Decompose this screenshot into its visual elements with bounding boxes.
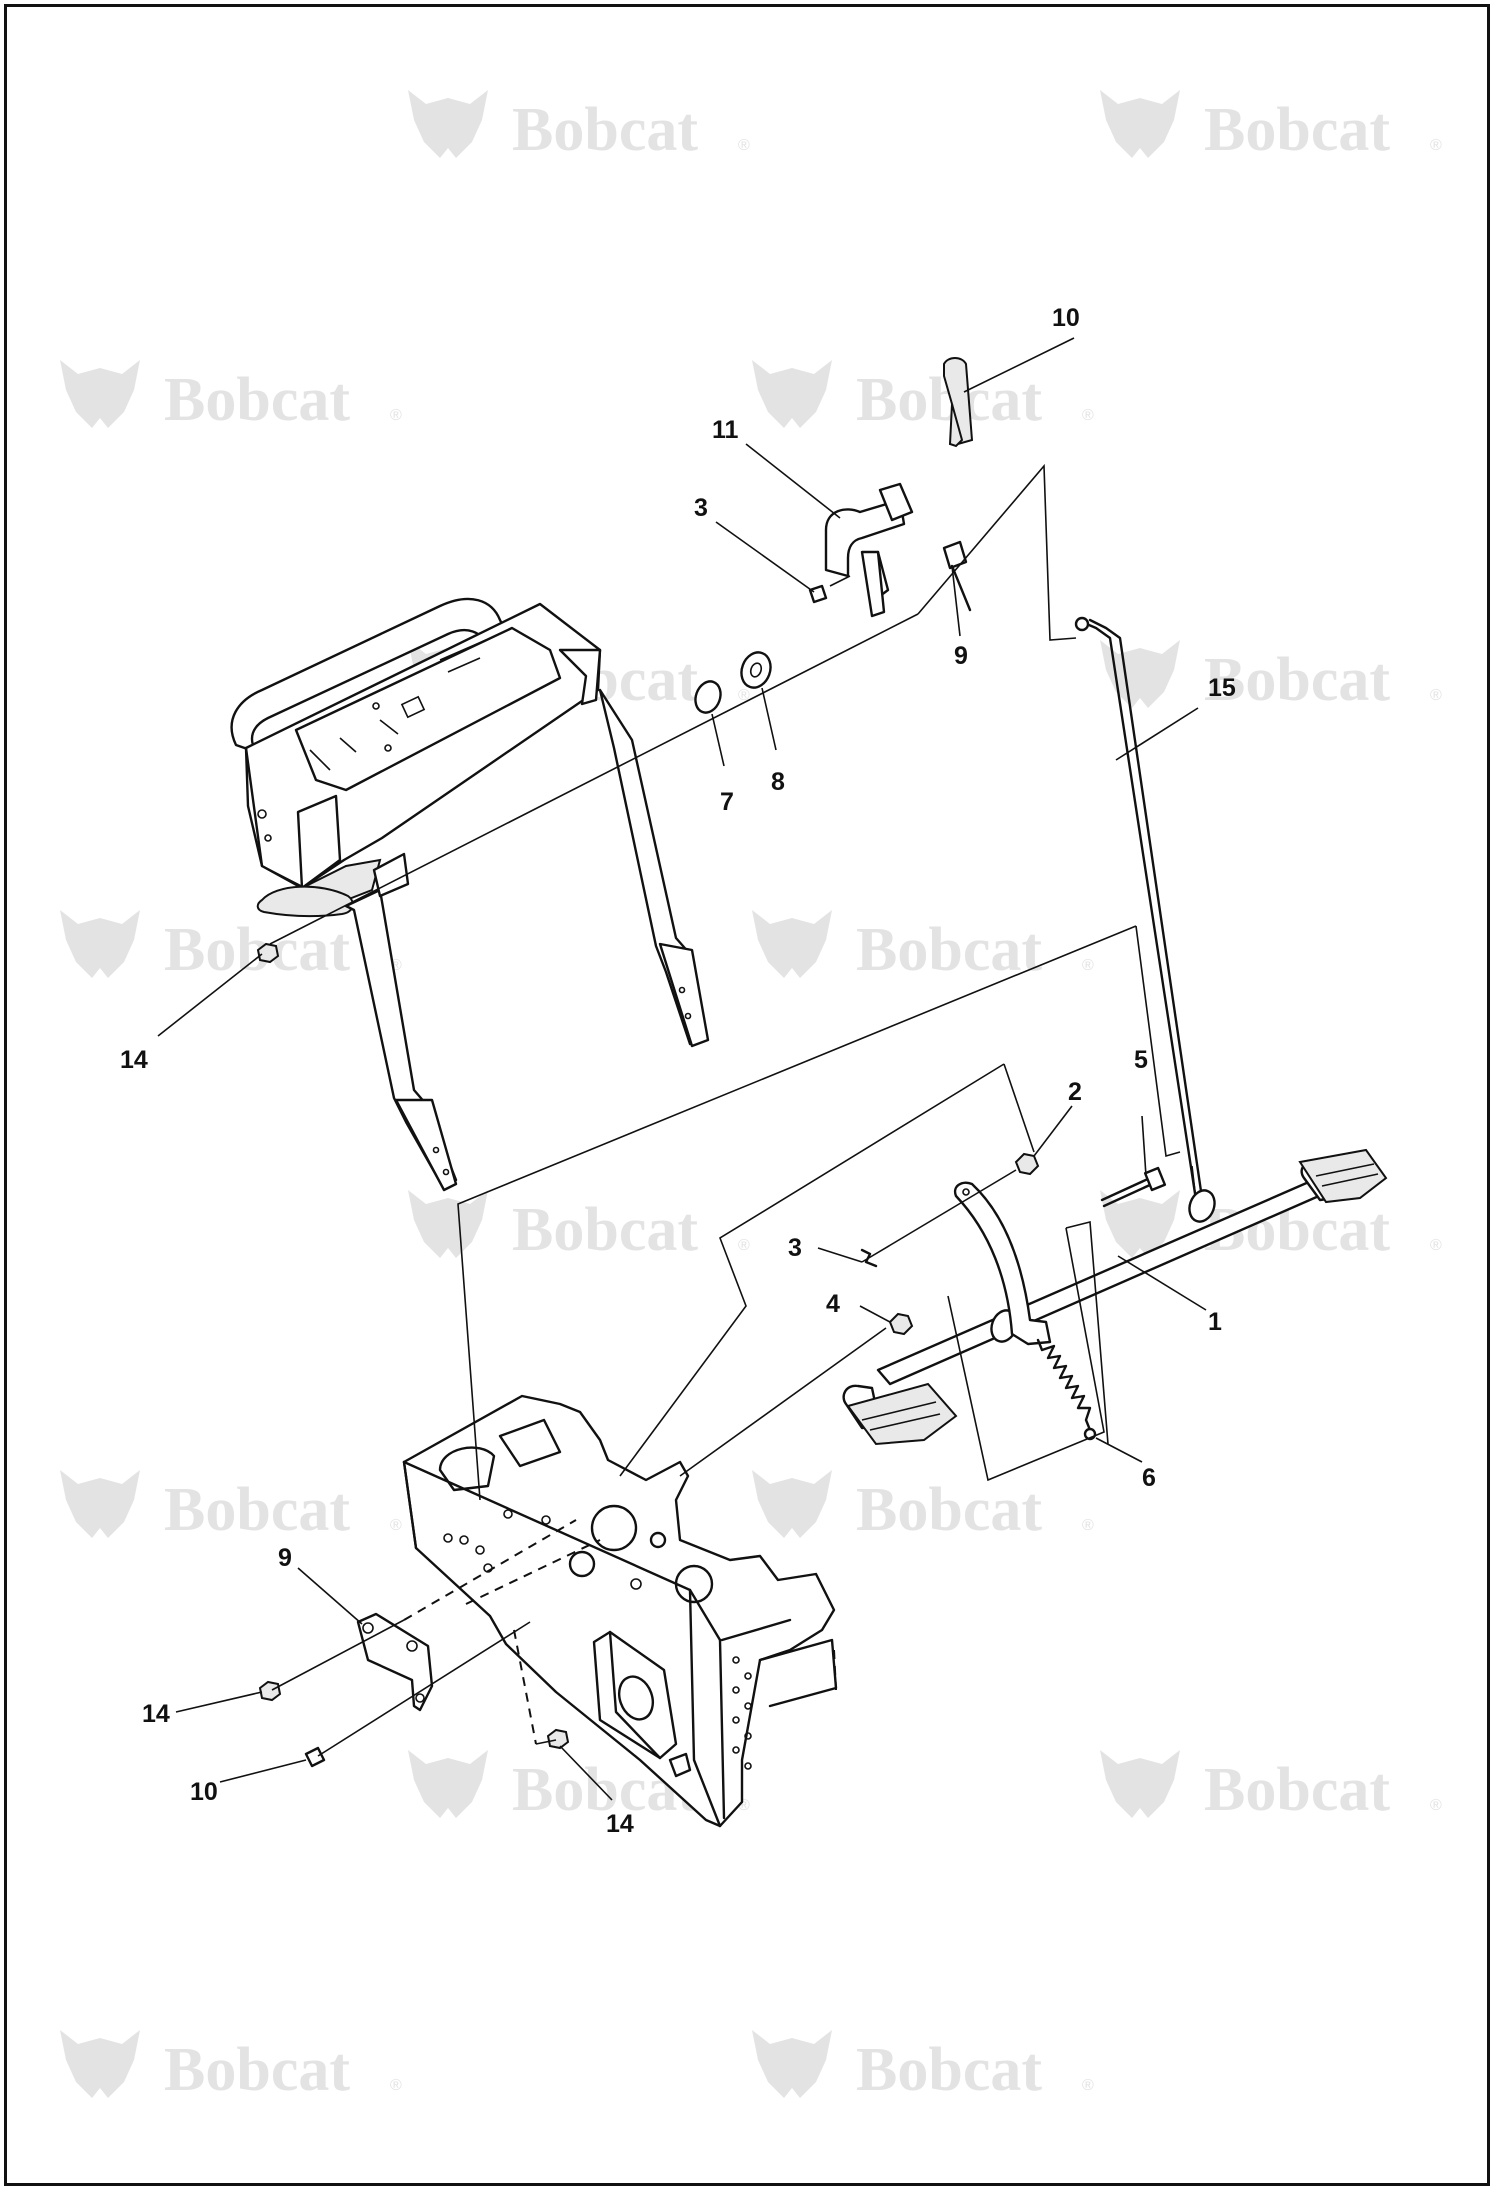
watermark-registered-mark: ® [1082, 407, 1094, 424]
callout-9: 9 [278, 1544, 292, 1572]
watermark-logo: Bobcat ® [60, 360, 402, 434]
diagram-border [4, 4, 1490, 2186]
watermark-registered-mark: ® [738, 137, 750, 154]
bobcat-head-icon [408, 1190, 488, 1258]
watermark-registered-mark: ® [1430, 687, 1442, 704]
bail-lever-assembly [824, 357, 974, 618]
callout-13: 11 [712, 416, 739, 444]
bobcat-head-icon [752, 360, 832, 428]
pedal-shaft-assembly [842, 1148, 1388, 1446]
watermark-logo: Bobcat ® [1100, 1750, 1442, 1824]
watermark-logo: Bobcat ® [60, 2030, 402, 2104]
control-rod [1074, 616, 1204, 1202]
watermark-registered-mark: ® [390, 407, 402, 424]
bobcat-head-icon [1100, 90, 1180, 158]
callout-14-upper: 14 [120, 1046, 148, 1074]
callout-4: 4 [826, 1290, 840, 1318]
watermark-brand: Bobcat [164, 1476, 350, 1544]
bobcat-head-icon [60, 1470, 140, 1538]
watermark-registered-mark: ® [390, 1517, 402, 1534]
callout-12: 10 [1052, 304, 1080, 332]
handle-hardware [256, 540, 972, 964]
watermark-registered-mark: ® [1430, 1237, 1442, 1254]
callout-6: 6 [1142, 1464, 1156, 1492]
bobcat-head-icon [60, 360, 140, 428]
watermark-registered-mark: ® [390, 2077, 402, 2094]
watermark-logo: Bobcat® [60, 910, 402, 984]
bobcat-head-icon [1100, 1190, 1180, 1258]
watermark-registered-mark: ® [738, 1237, 750, 1254]
callout-5: 5 [1134, 1046, 1148, 1074]
watermark-logo: Bobcat ® [60, 1470, 402, 1544]
bobcat-head-icon [752, 2030, 832, 2098]
callout-7: 7 [720, 788, 734, 816]
watermark-brand: Bobcat [512, 96, 698, 164]
watermark-logo: Bobcat ® [408, 1190, 750, 1264]
bobcat-head-icon [408, 1750, 488, 1818]
callout-11: 9 [954, 642, 968, 670]
callout-14-left: 14 [142, 1700, 170, 1728]
callout-2: 2 [1068, 1078, 1082, 1106]
assembly-lines [269, 463, 1181, 1757]
watermark-brand: Bobcat [1204, 1756, 1390, 1824]
callout-leaders [157, 337, 1207, 1801]
watermark-registered-mark: ® [1430, 1797, 1442, 1814]
frame-hardware [258, 1612, 570, 1768]
watermark-brand: Bobcat [1204, 646, 1390, 714]
watermark-logo: Bobcat ® [752, 910, 1094, 984]
bobcat-head-icon [1100, 640, 1180, 708]
watermark-registered-mark: ® [1082, 957, 1094, 974]
watermark-logo: Bobcat ® [408, 90, 750, 164]
bobcat-head-icon [1100, 1750, 1180, 1818]
callout-10: 10 [190, 1778, 218, 1806]
watermark-brand: Bobcat [164, 366, 350, 434]
watermark-logo: Bobcat ® [1100, 90, 1442, 164]
watermark-registered-mark: ® [1082, 2077, 1094, 2094]
watermark-brand: Bobcat [1204, 96, 1390, 164]
watermark-brand: Bobcat [856, 2036, 1042, 2104]
main-frame [402, 1394, 838, 1828]
watermark-brand: Bobcat [512, 1196, 698, 1264]
bobcat-head-icon [752, 910, 832, 978]
callout-3-lower: 3 [788, 1234, 802, 1262]
watermark-registered-mark: ® [738, 687, 750, 704]
callout-14-lower: 14 [606, 1810, 634, 1838]
watermark-layer: Bobcat ® Bobcat ® Bobcat ® Bobcat ® Bobcat ® Bobca… [60, 90, 1442, 2104]
watermark-registered-mark: ® [1430, 137, 1442, 154]
bobcat-head-icon [752, 1470, 832, 1538]
watermark-logo: Bobcat ® [752, 2030, 1094, 2104]
callout-3-upper: 3 [694, 494, 708, 522]
handle-bar-assembly [230, 597, 710, 1192]
bobcat-head-icon [408, 90, 488, 158]
watermark-brand: Bobcat [164, 2036, 350, 2104]
callout-labels: 10 11 3 9 15 7 8 14 2 5 3 1 4 6 9 14 10 … [120, 304, 1236, 1838]
watermark-logo: Bobcat ® [1100, 640, 1442, 714]
callout-1: 1 [1208, 1308, 1222, 1336]
bobcat-head-icon [60, 910, 140, 978]
watermark-logo: Bobcat® [752, 360, 1094, 434]
watermark-registered-mark: ® [1082, 1517, 1094, 1534]
bobcat-head-icon [60, 2030, 140, 2098]
watermark-brand: Bobcat [856, 916, 1042, 984]
watermark-logo: Bobcat ® [752, 1470, 1094, 1544]
callout-15: 15 [1208, 674, 1236, 702]
watermark-brand: Bobcat [856, 1476, 1042, 1544]
callout-8: 8 [771, 768, 785, 796]
